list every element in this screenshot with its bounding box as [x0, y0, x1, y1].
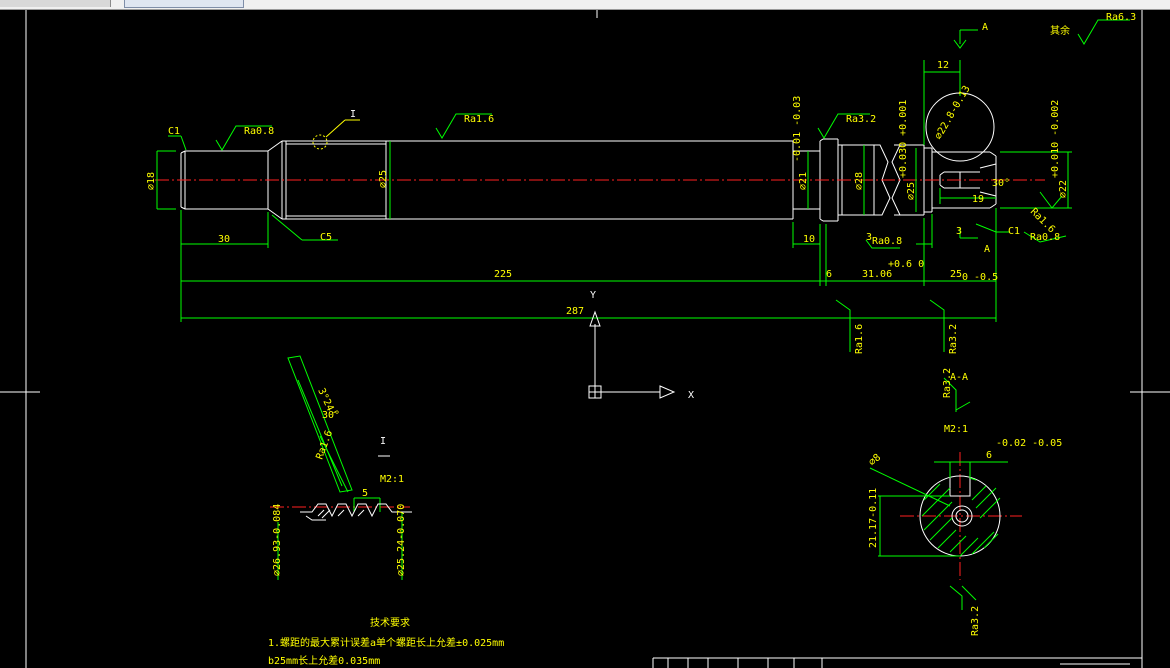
dia-25-label: ⌀25 — [378, 170, 389, 188]
chamfer-c1-left: C1 — [168, 126, 180, 137]
section-leader-label: ⌀8 — [867, 452, 883, 468]
dim-31-06: 31.06 — [862, 269, 892, 280]
tech-requirements-title: 技术要求 — [370, 616, 410, 629]
dim-25-tolerance: 0 -0.5 — [962, 272, 998, 283]
dim-225: 225 — [494, 269, 512, 280]
detail-mark-label: I — [350, 109, 356, 120]
roughness-ra16-top: Ra1.6 — [464, 114, 494, 125]
dia-22-tolerance: +0.010 -0.002 — [1050, 100, 1061, 178]
section-roughness-bottom: Ra3.2 — [970, 606, 981, 636]
detail-dia-right: ⌀25.24-0.070 — [396, 504, 407, 576]
dia-25-right-tolerance: +0.030 +0.001 — [898, 100, 909, 178]
roughness-symbols — [215, 19, 1130, 352]
tech-requirements-line1: 1.螺距的最大累计误差a单个螺距长上允差±0.025mm — [268, 636, 504, 649]
detail-dim-5: 5 — [362, 488, 368, 499]
dim-10: 10 — [803, 234, 815, 245]
other-surfaces-note: 其余 — [1050, 24, 1070, 37]
dim-31-06-tolerance: +0.6 0 — [888, 259, 924, 270]
dim-12: 12 — [937, 60, 949, 71]
section-title: A-A — [950, 372, 968, 383]
ucs-y-label: Y — [590, 290, 596, 301]
dim-287: 287 — [566, 306, 584, 317]
detail-view-thread — [277, 355, 403, 580]
detail-marker-I — [312, 119, 360, 150]
dim-3-right: 3 — [956, 226, 962, 237]
tech-requirements-line2: b25mm长上允差0.035mm — [268, 654, 380, 667]
section-view-aa — [869, 377, 1008, 610]
section-a-bottom-label: A — [984, 244, 990, 255]
shaft-outline — [180, 92, 997, 222]
dia-21-tolerance: -0.01 -0.03 — [792, 96, 803, 162]
dia-22-label: ⌀22 — [1058, 180, 1069, 198]
other-surfaces-roughness: Ra6.3 — [1106, 12, 1136, 23]
roughness-ra08-bottom: Ra0.8 — [872, 236, 902, 247]
dia-22-8-label: ⌀22.8-0.13 — [933, 84, 973, 142]
dim-25-right: 25 — [950, 269, 962, 280]
drawing-frame — [0, 10, 1170, 668]
roughness-ra32-bottom: Ra3.2 — [948, 324, 959, 354]
dia-21-label: ⌀21 — [798, 172, 809, 190]
detail-thread-profile — [300, 503, 412, 521]
section-roughness-top: Ra3.2 — [942, 368, 953, 398]
dia-25-right-label: ⌀25 — [906, 182, 917, 200]
dim-30: 30 — [218, 234, 230, 245]
dim-30deg-small: 30° — [992, 178, 1010, 189]
dim-19: 19 — [972, 194, 984, 205]
chamfer-c1-right: C1 — [1008, 226, 1020, 237]
section-dim-21-17: 21.17-0.11 — [868, 488, 879, 548]
chamfer-c5: C5 — [320, 232, 332, 243]
active-drawing-tab[interactable] — [124, 0, 244, 8]
roughness-ra08-right: Ra0.8 — [1030, 232, 1060, 243]
dim-3-left: 3 — [866, 232, 872, 243]
roughness-ra08-left: Ra0.8 — [244, 126, 274, 137]
roughness-ra32-top: Ra3.2 — [846, 114, 876, 125]
dimension-lines — [156, 60, 1072, 322]
section-a-top-label: A — [982, 22, 988, 33]
section-scale: M2:1 — [944, 424, 968, 435]
previous-tab[interactable] — [0, 0, 111, 7]
detail-dia-left: ⌀26.93-0.084 — [272, 504, 283, 576]
section-dim-6-tolerance: -0.02 -0.05 — [996, 438, 1062, 449]
dia-18-label: ⌀18 — [146, 172, 157, 190]
shaft-centerline — [155, 179, 1045, 580]
ucs-x-label: X — [688, 390, 694, 401]
section-dim-6: 6 — [986, 450, 992, 461]
ucs-icon — [588, 310, 676, 399]
application-top-strip — [0, 0, 1170, 10]
roughness-ra16-bottom: Ra1.6 — [854, 324, 865, 354]
detail-angle: 30° — [322, 410, 340, 421]
detail-mark: I — [380, 436, 386, 447]
section-arrows — [953, 29, 978, 239]
dia-28-label: ⌀28 — [854, 172, 865, 190]
dim-6: 6 — [826, 269, 832, 280]
detail-scale: M2:1 — [380, 474, 404, 485]
